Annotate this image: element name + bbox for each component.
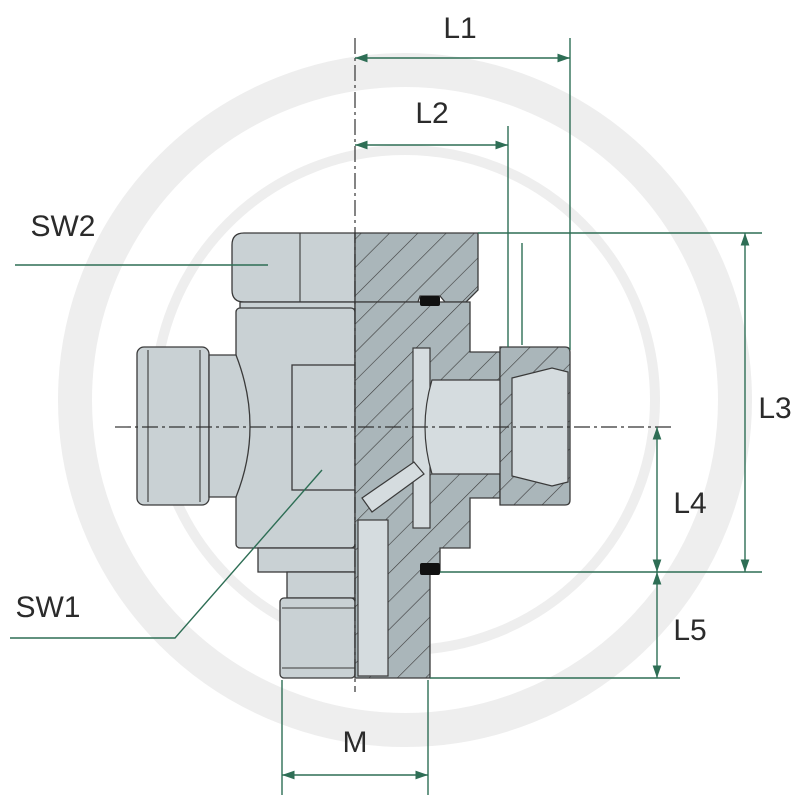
- label-sw2: SW2: [30, 210, 95, 243]
- label-l3: L3: [758, 392, 791, 425]
- o-ring-top: [420, 296, 440, 306]
- label-l1: L1: [443, 12, 476, 45]
- o-ring-bottom: [420, 563, 440, 575]
- label-sw1: SW1: [15, 591, 80, 624]
- left-boss-neck: [208, 354, 251, 498]
- bottom-thread: [279, 597, 356, 679]
- hex-nut-section: [354, 232, 479, 303]
- hex-nut-sw2: [231, 232, 356, 303]
- label-m: M: [343, 726, 368, 759]
- label-l4: L4: [673, 487, 706, 520]
- dimensions: [10, 38, 762, 795]
- exterior-view: [136, 232, 356, 679]
- label-l2: L2: [415, 97, 448, 130]
- diagonal-channel: [361, 461, 425, 513]
- bottom-collar: [257, 547, 356, 573]
- labels: L1 L2 SW2 L3 L4 SW1 L5 M: [15, 12, 791, 759]
- sw1-leader-line: [10, 469, 323, 639]
- stud-bore: [357, 519, 389, 677]
- label-l5: L5: [673, 614, 706, 647]
- bottom-neck: [286, 571, 356, 599]
